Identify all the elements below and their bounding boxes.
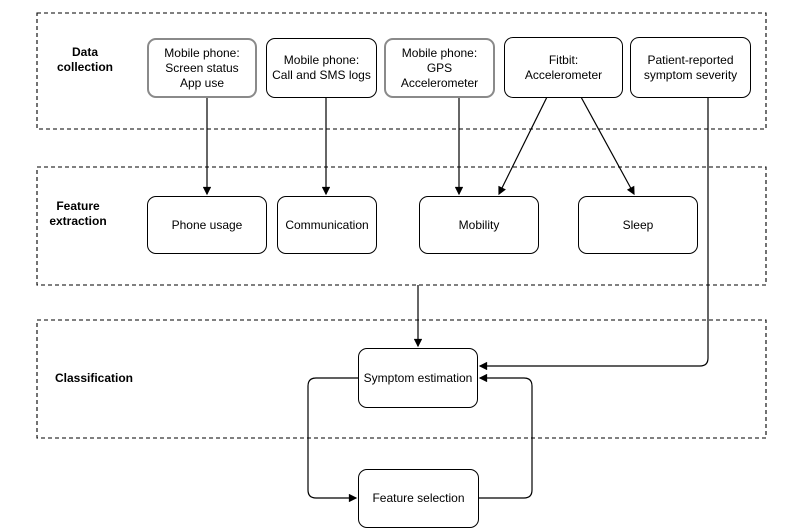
section-label-data-collection: Data collection (56, 45, 113, 74)
node-feature-selection: Feature selection (358, 469, 479, 528)
section-label-classification: Classification (54, 371, 134, 385)
node-communication: Communication (277, 196, 377, 254)
edge-feature-selection-to-symptom-estimation (478, 373, 533, 499)
section-label-feature-extraction: Feature extraction (49, 199, 107, 228)
node-mobile-call-sms-logs: Mobile phone: Call and SMS logs (266, 38, 377, 98)
classification-container (36, 319, 767, 439)
edge-fitbit-to-sleep (580, 96, 635, 196)
node-mobile-gps-accelerometer: Mobile phone: GPS Accelerometer (384, 38, 495, 98)
data-collection-container (36, 12, 767, 130)
feature-extraction-container (36, 166, 767, 286)
edge-fitbit-to-mobility (498, 96, 548, 196)
node-mobility: Mobility (419, 196, 539, 254)
node-fitbit-accelerometer: Fitbit: Accelerometer (504, 37, 623, 98)
edge-patient-reported-to-symptom-estimation (478, 97, 709, 371)
node-symptom-estimation: Symptom estimation (358, 348, 478, 408)
node-phone-usage: Phone usage (147, 196, 267, 254)
node-sleep: Sleep (578, 196, 698, 254)
edges-group (202, 96, 709, 503)
edge-symptom-estimation-to-feature-selection (307, 377, 358, 503)
node-patient-reported-severity: Patient-reported symptom severity (630, 37, 751, 98)
node-mobile-screen-status: Mobile phone: Screen status App use (147, 38, 257, 98)
